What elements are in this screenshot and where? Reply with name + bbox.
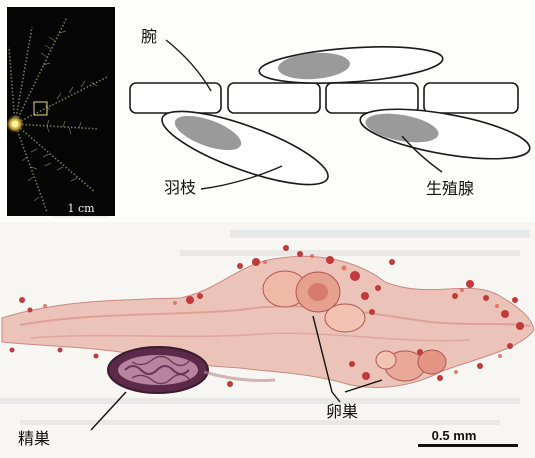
micrograph-scale-text: 0.5 mm [418, 428, 490, 443]
arm-segments [130, 83, 518, 113]
histology-micrograph [0, 222, 535, 458]
arm-segment [228, 83, 320, 113]
micrograph-scale-bar: 0.5 mm [418, 428, 518, 454]
label-gonad: 生殖腺 [426, 181, 474, 197]
pinnule-top [258, 42, 444, 89]
arm-segment [424, 83, 518, 113]
testis [108, 347, 208, 393]
arm-segment [326, 83, 418, 113]
arm-segment [130, 83, 221, 113]
label-ovary: 卵巣 [326, 404, 358, 420]
label-pinnule: 羽枝 [164, 180, 196, 196]
label-testis: 精巣 [18, 431, 50, 447]
label-arm: 腕 [141, 29, 157, 45]
micrograph-scale-line [418, 444, 518, 447]
